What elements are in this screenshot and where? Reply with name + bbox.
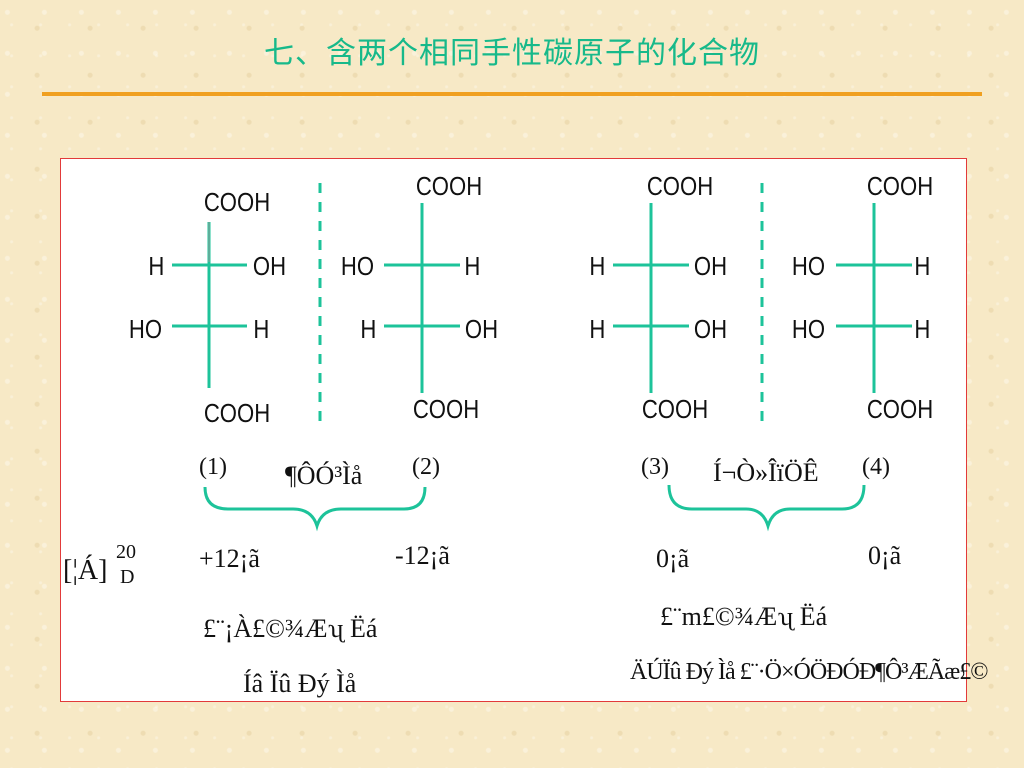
mol1-row2-left: HO xyxy=(128,314,163,344)
note-left-line1: £¨¡À£©¾Æʯ Ëá xyxy=(203,614,378,643)
mol1-row1-right: OH xyxy=(252,251,287,281)
mol1-bottom-group: COOH xyxy=(203,398,271,428)
mol3-top-group: COOH xyxy=(646,171,714,201)
mol1-label: (1) xyxy=(199,454,227,480)
mol2-row2-left: H xyxy=(360,314,377,344)
mol4-row2-left: HO xyxy=(791,314,826,344)
mol3-row1-left: H xyxy=(589,251,606,281)
mol2-top-group: COOH xyxy=(415,171,483,201)
mol3-label: (3) xyxy=(641,454,669,480)
pair-label-left: ¶ÔÓ³Ìå xyxy=(285,461,363,490)
note-right-line2: ÄÚÏû Ðý Ìå £¨·Ö×ÓÖÐÓÐ¶Ô³ÆÃæ£© xyxy=(630,659,988,685)
brace-right xyxy=(667,484,866,532)
mol1-row2-right: H xyxy=(253,314,270,344)
rotation-value-1: +12¡ã xyxy=(199,544,260,573)
content-panel xyxy=(60,158,967,702)
mol1-row1-left: H xyxy=(148,251,165,281)
mol1-top-group: COOH xyxy=(203,187,271,217)
brace-left xyxy=(203,486,427,532)
rotation-superscript: 20 xyxy=(116,541,136,563)
mol3-row2-right: OH xyxy=(693,314,728,344)
mol4-row1-right: H xyxy=(914,251,931,281)
mol2-row1-right: H xyxy=(464,251,481,281)
pair-label-right: Í¬Ò»ÎïÖÊ xyxy=(713,458,819,487)
mol2-bottom-group: COOH xyxy=(412,394,480,424)
mol3-row2-left: H xyxy=(589,314,606,344)
rotation-value-2: -12¡ã xyxy=(395,541,450,570)
mol4-bottom-group: COOH xyxy=(866,394,934,424)
mol4-top-group: COOH xyxy=(866,171,934,201)
note-right-line1: £¨m£©¾Æʯ Ëá xyxy=(660,602,828,631)
mol4-row1-left: HO xyxy=(791,251,826,281)
mol4-label: (4) xyxy=(862,454,890,480)
mol3-row1-right: OH xyxy=(693,251,728,281)
rotation-symbol: [¦Á] xyxy=(63,555,108,586)
mol2-row1-left: HO xyxy=(340,251,375,281)
mol4-row2-right: H xyxy=(914,314,931,344)
rotation-subscript: D xyxy=(120,566,135,588)
mol3-bottom-group: COOH xyxy=(641,394,709,424)
mol2-label: (2) xyxy=(412,454,440,480)
rotation-value-4: 0¡ã xyxy=(868,541,902,570)
rotation-value-3: 0¡ã xyxy=(656,544,690,573)
slide-title: 七、含两个相同手性碳原子的化合物 xyxy=(264,36,760,71)
note-left-line2: Íâ Ïû Ðý Ìå xyxy=(243,669,357,698)
mol2-row2-right: OH xyxy=(464,314,499,344)
title-underline xyxy=(42,92,982,96)
